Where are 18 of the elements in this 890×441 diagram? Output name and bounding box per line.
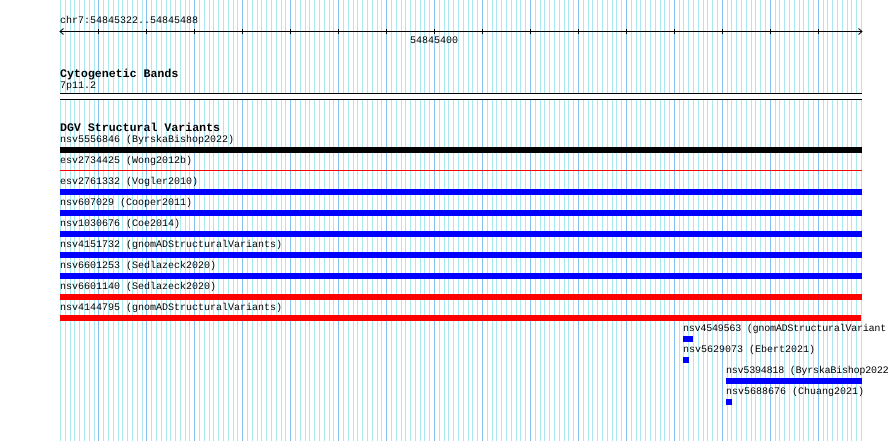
variant-label: nsv1030676 (Coe2014) [60, 218, 180, 230]
variant-label: nsv4151732 (gnomADStructuralVariants) [60, 240, 282, 252]
track-title: DGV Structural Variants [60, 122, 220, 136]
variant-label: nsv4144795 (gnomADStructuralVariants) [60, 302, 282, 314]
variant-label: nsv5394818 (ByrskaBishop2022 [726, 366, 888, 378]
variant-label: nsv6601253 (Sedlazeck2020) [60, 260, 216, 272]
variant-label: esv2734425 (Wong2012b) [60, 156, 192, 168]
variant-label: nsv5688676 (Chuang2021) [726, 386, 864, 398]
variant-label: nsv607029 (Cooper2011) [60, 198, 192, 210]
variant-label: nsv5629073 (Ebert2021) [683, 344, 816, 356]
track-title: Cytogenetic Bands [60, 68, 178, 81]
variant-label: nsv5556846 (ByrskaBishop2022) [60, 134, 234, 146]
band-label: 7p11.2 [60, 80, 96, 93]
tick-label: 54845400 [410, 36, 458, 48]
variant-label: esv2761332 (Vogler2010) [60, 176, 198, 188]
coordinate-label: chr7:54845322..54845488 [60, 16, 198, 28]
variant-label: nsv4549563 (gnomADStructuralVariant [683, 324, 886, 336]
variant-label: nsv6601140 (Sedlazeck2020) [60, 282, 216, 294]
